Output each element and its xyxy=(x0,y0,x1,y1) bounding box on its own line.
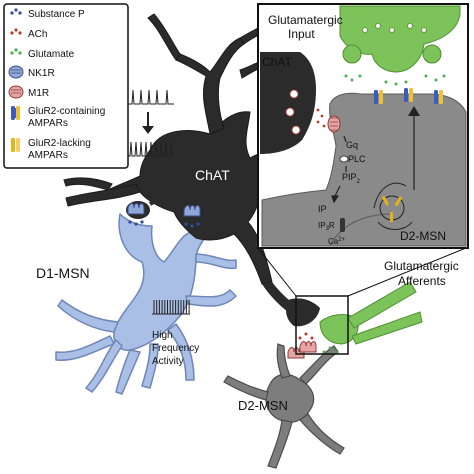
d2-msn-bottom-label: D2-MSN xyxy=(238,398,288,413)
legend-label-glur2-lacking-2: AMPARs xyxy=(28,150,68,161)
legend: Substance P ACh Glutamate NK1R M1R GluR2… xyxy=(3,3,129,169)
inset-chat-vesicles xyxy=(285,89,301,135)
inset-ca-text: Ca xyxy=(328,237,339,246)
inset-title-2: Input xyxy=(288,27,315,41)
inset-panel: Glutamatergic Input ChAT xyxy=(257,3,469,249)
inset-ampars-top xyxy=(374,88,443,104)
ach-dots-d2 xyxy=(298,332,314,340)
zoom-line-left xyxy=(257,247,297,297)
green-dots-icon xyxy=(10,48,22,55)
inset-pip2-text: PIP xyxy=(342,172,357,182)
legend-label-glur2-containing: GluR2-containing xyxy=(28,106,105,117)
inset-title-1: Glutamatergic xyxy=(268,13,343,27)
substance-p-dots-d1 xyxy=(128,220,200,228)
legend-label-nk1r: NK1R xyxy=(28,68,55,79)
inset-d2-msn-label: D2-MSN xyxy=(400,229,446,243)
m1r-receptor-icon xyxy=(8,85,24,99)
inset-m1r-receptor xyxy=(327,115,341,133)
m1r-receptors-d2 xyxy=(287,341,317,359)
firing-trace-icon xyxy=(122,89,174,157)
chat-axon-to-d2 xyxy=(262,282,320,327)
legend-label-m1r: M1R xyxy=(28,88,49,99)
inset-plc-label: PLC xyxy=(348,154,366,164)
down-arrow-icon xyxy=(142,112,154,134)
inset-er-curve xyxy=(329,213,393,247)
inset-ach-dots xyxy=(316,108,326,128)
inset-ip3r-sub: 3 xyxy=(326,226,330,232)
inset-ampar-trafficking xyxy=(373,106,420,230)
high-frequency-label-2: Frequency xyxy=(152,343,199,354)
legend-label-glur2-lacking: GluR2-lacking xyxy=(28,138,91,149)
d1-msn-label: D1-MSN xyxy=(36,265,90,281)
high-frequency-spikes xyxy=(153,300,190,314)
inset-pip2-label: PIP2 xyxy=(342,172,361,185)
glutamate-dots-d2 xyxy=(322,346,338,354)
inset-ca-label: Ca2+ xyxy=(328,237,346,246)
high-frequency-label-3: Activity xyxy=(152,356,184,367)
legend-label-substance-p: Substance P xyxy=(28,9,85,20)
legend-label-ach: ACh xyxy=(28,29,47,40)
inset-signal-arrows xyxy=(331,135,347,204)
d1-msn-neuron xyxy=(55,213,237,395)
red-dots-icon xyxy=(10,28,22,35)
inset-gq-label: Gq xyxy=(346,140,358,150)
inset-ca-sup: 2+ xyxy=(338,237,345,243)
inset-ip3r-suffix: R xyxy=(329,221,335,230)
chat-neuron xyxy=(63,13,302,285)
inset-plc-enzyme xyxy=(339,155,349,163)
high-frequency-label-1: High xyxy=(152,330,173,341)
inset-d2-spine xyxy=(261,92,467,247)
nk1r-receptors-d1 xyxy=(127,203,201,217)
glutamatergic-afferent xyxy=(319,281,423,345)
glutamatergic-afferents-label-2: Afferents xyxy=(398,274,446,288)
inset-ip3r-channel-icon xyxy=(340,218,345,232)
d2-msn-neuron xyxy=(223,343,345,469)
blue-dots-icon xyxy=(10,8,22,15)
inset-vesicles xyxy=(362,23,427,33)
legend-label-glur2-containing-2: AMPARs xyxy=(28,118,68,129)
glur2-containing-ampar-icon xyxy=(11,106,20,120)
nk1r-receptor-icon xyxy=(8,65,24,79)
inset-glutamate-terminal xyxy=(339,5,461,73)
inset-ip3r-text: IP xyxy=(318,221,326,230)
inset-chat-terminal xyxy=(260,52,316,154)
zoom-line-right xyxy=(347,247,467,297)
chat-label: ChAT xyxy=(195,167,230,183)
inset-source-box xyxy=(295,295,349,355)
inset-ip-label: IP xyxy=(318,204,327,214)
legend-frame xyxy=(3,3,129,169)
inset-chat-label: ChAT xyxy=(262,55,292,69)
inset-ip3r-label: IP3R xyxy=(318,221,335,232)
legend-label-glutamate: Glutamate xyxy=(28,49,75,60)
inset-glutamate-dots xyxy=(344,74,446,86)
inset-pip2-sub: 2 xyxy=(357,179,361,185)
glur2-lacking-ampar-icon xyxy=(11,138,20,152)
